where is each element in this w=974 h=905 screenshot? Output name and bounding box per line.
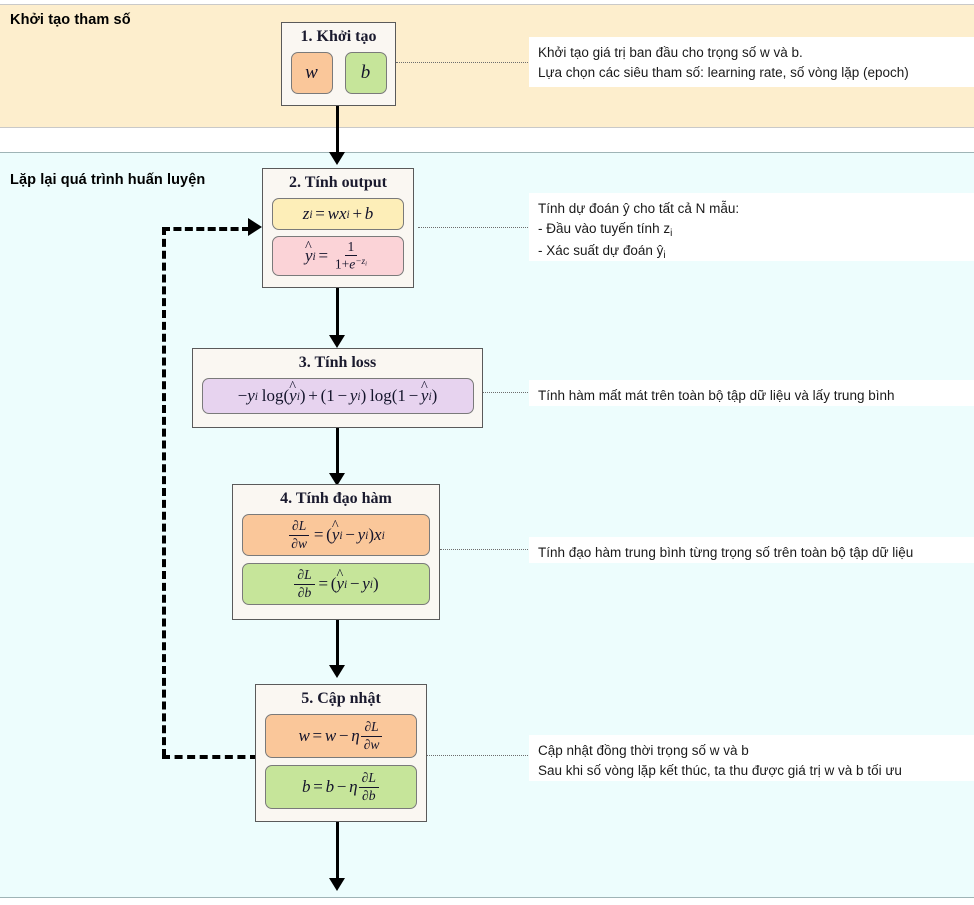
- formula-update-w: w=w−η ∂L∂w: [265, 714, 417, 758]
- connector-stage1-stage2: [336, 105, 339, 153]
- stage-5-title: 5. Cập nhật: [301, 690, 381, 707]
- note-compute-loss-line-1: Tính hàm mất mát trên toàn bộ tập dữ liệ…: [538, 388, 895, 403]
- stage-3-title: 3. Tính loss: [298, 354, 377, 371]
- note-initialize-line-1: Khởi tạo giá trị ban đầu cho trọng số w …: [538, 45, 803, 60]
- band-initialization-label: Khởi tạo tham số: [10, 12, 131, 28]
- formula-update-b: b=b−η ∂L∂b: [265, 765, 417, 809]
- arrowhead-stage2-stage3: [329, 335, 345, 348]
- feedback-loop-bottom-segment: [162, 755, 258, 759]
- feedback-loop-left-segment: [162, 227, 166, 757]
- note-initialize-line-2: Lựa chọn các siêu tham số: learning rate…: [538, 64, 909, 80]
- note-compute-output-line-3: - Xác suất dự đoán ŷi: [538, 243, 666, 261]
- note-update-parameters-line-2: Sau khi số vòng lặp kết thúc, ta thu đượ…: [538, 762, 902, 778]
- note-compute-loss: Tính hàm mất mát trên toàn bộ tập dữ liệ…: [529, 380, 974, 406]
- band-training-loop-label: Lặp lại quá trình huấn luyện: [10, 172, 206, 188]
- stage-4-title: 4. Tính đạo hàm: [280, 490, 392, 507]
- stage-1-title: 1. Khởi tạo: [300, 28, 377, 45]
- parameter-chip-b: b: [344, 52, 387, 94]
- parameter-chip-w: w: [290, 52, 333, 94]
- note-update-parameters-line-1: Cập nhật đồng thời trọng số w và b: [538, 743, 749, 758]
- leader-note-4: [440, 549, 530, 550]
- leader-note-2: [418, 227, 530, 228]
- note-update-parameters: Cập nhật đồng thời trọng số w và b Sau k…: [529, 735, 974, 781]
- arrowhead-stage3-stage4: [329, 473, 345, 486]
- connector-stage3-stage4: [336, 428, 339, 474]
- band-training-loop: [0, 152, 974, 898]
- stage-box-update-parameters[interactable]: 5. Cập nhật w=w−η ∂L∂w b=b−η ∂L∂b: [255, 684, 427, 822]
- note-compute-output-line-2: - Đầu vào tuyến tính zi: [538, 220, 673, 239]
- connector-stage2-stage3: [336, 288, 339, 336]
- arrowhead-stage5-output: [329, 878, 345, 891]
- note-compute-output-line-1: Tính dự đoán ŷ cho tất cả N mẫu:: [538, 201, 740, 216]
- feedback-loop-arrowhead: [248, 218, 262, 236]
- arrowhead-stage1-stage2: [329, 152, 345, 165]
- leader-note-3: [483, 392, 530, 393]
- leader-note-5: [422, 755, 530, 756]
- connector-stage5-output: [336, 822, 339, 879]
- leader-note-1: [396, 62, 530, 63]
- arrowhead-stage4-stage5: [329, 665, 345, 678]
- note-compute-output: Tính dự đoán ŷ cho tất cả N mẫu: - Đầu v…: [529, 193, 974, 261]
- stage-2-title: 2. Tính output: [289, 174, 387, 191]
- feedback-loop-top-segment: [162, 227, 250, 231]
- note-initialize: Khởi tạo giá trị ban đầu cho trọng số w …: [529, 37, 974, 87]
- stage-box-initialize[interactable]: 1. Khởi tạo w b: [281, 22, 396, 106]
- stage-1-parameters: w b: [290, 52, 387, 94]
- note-compute-gradients: Tính đạo hàm trung bình từng trọng số tr…: [529, 537, 974, 563]
- connector-stage4-stage5: [336, 620, 339, 666]
- note-compute-gradients-line-1: Tính đạo hàm trung bình từng trọng số tr…: [538, 545, 914, 560]
